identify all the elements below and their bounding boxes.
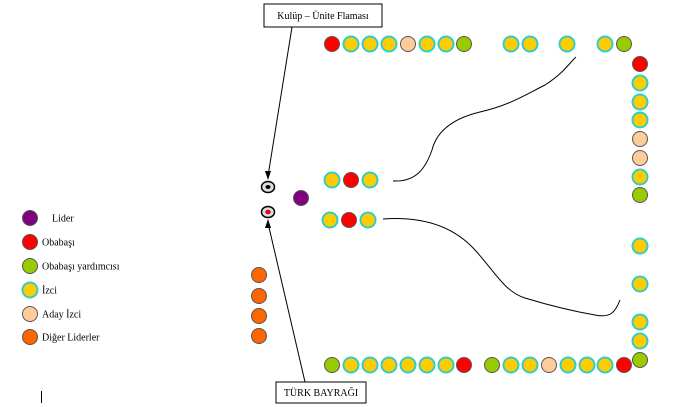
bottom-row-izci-marker [559, 356, 577, 374]
top-row-izci-marker [521, 35, 539, 53]
club-flag-marker [260, 180, 276, 194]
bottom-row-obabasi-yardimcisi-marker [324, 357, 340, 373]
bottom-row-izci-marker [596, 356, 614, 374]
legend-lider-swatch [22, 210, 38, 226]
right-column-izci-marker [631, 237, 649, 255]
legend-obabasi-yardimcisi-label: Obabaşı yardımcısı [42, 262, 120, 273]
legend-diger-liderler-label: Diğer Liderler [42, 333, 100, 344]
turkish-flag-callout-label: TÜRK BAYRAĞI [284, 387, 358, 399]
bottom-row-aday-izci-marker [541, 357, 557, 373]
right-column-aday-izci-marker [632, 131, 648, 147]
right-column-izci-marker [631, 93, 649, 111]
bottom-row-izci-marker [380, 356, 398, 374]
top-row-izci-marker [502, 35, 520, 53]
upper-curve-line [392, 56, 577, 182]
text-cursor [41, 391, 42, 403]
other-leader-marker [251, 328, 267, 344]
top-row-obabasi-marker [324, 36, 340, 52]
patrol-lower-obabasi-marker [341, 212, 357, 228]
patrol-upper-obabasi-marker [343, 172, 359, 188]
patrol-lower-izci-marker [359, 211, 377, 229]
bottom-row-izci-marker [578, 356, 596, 374]
right-column-izci-marker [631, 313, 649, 331]
top-row-izci-marker [596, 35, 614, 53]
top-row-izci-marker [558, 35, 576, 53]
top-row-aday-izci-marker [400, 36, 416, 52]
right-column-obabasi-yardimcisi-marker [632, 352, 648, 368]
legend-izci-swatch [21, 281, 39, 299]
legend-aday-izci-label: Aday İzci [42, 309, 81, 321]
bottom-row-izci-marker [502, 356, 520, 374]
right-column-izci-marker [631, 275, 649, 293]
callouts: Kulüp – Ünite Flaması TÜRK BAYRAĞI [263, 3, 383, 404]
turkish-flag-marker [260, 205, 276, 219]
leader-marker [293, 190, 309, 206]
legend-lider-label: Lider [52, 214, 74, 225]
right-column-aday-izci-marker [632, 150, 648, 166]
turkish-flag-callout: TÜRK BAYRAĞI [265, 219, 367, 404]
bottom-row-izci-marker [437, 356, 455, 374]
top-row-obabasi-yardimcisi-marker [616, 36, 632, 52]
bottom-row-obabasi-marker [616, 357, 632, 373]
other-leader-marker [251, 308, 267, 324]
legend-diger-liderler-swatch [22, 329, 38, 345]
top-row-izci-marker [380, 35, 398, 53]
legend-obabasi-label: Obabaşı [42, 238, 75, 249]
patrol-upper-izci-marker [361, 171, 379, 189]
top-row-izci-marker [342, 35, 360, 53]
legend-aday-izci-swatch [22, 306, 38, 322]
patrol-upper-izci-marker [323, 171, 341, 189]
top-row-izci-marker [418, 35, 436, 53]
right-column-izci-marker [631, 168, 649, 186]
lower-curve-line [382, 218, 621, 317]
bottom-row-izci-marker [418, 356, 436, 374]
top-row-izci-marker [437, 35, 455, 53]
club-flag-callout-label: Kulüp – Ünite Flaması [277, 10, 369, 22]
formation-markers [251, 35, 649, 374]
right-column-obabasi-marker [632, 56, 648, 72]
other-leader-marker [251, 267, 267, 283]
right-column-izci-marker [631, 74, 649, 92]
bottom-row-obabasi-yardimcisi-marker [484, 357, 500, 373]
bottom-row-izci-marker [342, 356, 360, 374]
legend-izci-label: İzci [42, 285, 57, 297]
right-column-obabasi-yardimcisi-marker [632, 187, 648, 203]
bottom-row-izci-marker [521, 356, 539, 374]
top-row-izci-marker [361, 35, 379, 53]
patrol-lower-izci-marker [321, 211, 339, 229]
right-column-izci-marker [631, 111, 649, 129]
club-flag-callout: Kulüp – Ünite Flaması [263, 3, 383, 180]
other-leader-marker [251, 288, 267, 304]
bottom-row-izci-marker [361, 356, 379, 374]
bottom-row-obabasi-marker [456, 357, 472, 373]
flag-markers [260, 180, 276, 219]
top-row-obabasi-yardimcisi-marker [456, 36, 472, 52]
right-column-izci-marker [631, 332, 649, 350]
legend-obabasi-swatch [22, 234, 38, 250]
legend-obabasi-yardimcisi-swatch [22, 258, 38, 274]
connector-lines [382, 56, 621, 317]
bottom-row-izci-marker [399, 356, 417, 374]
